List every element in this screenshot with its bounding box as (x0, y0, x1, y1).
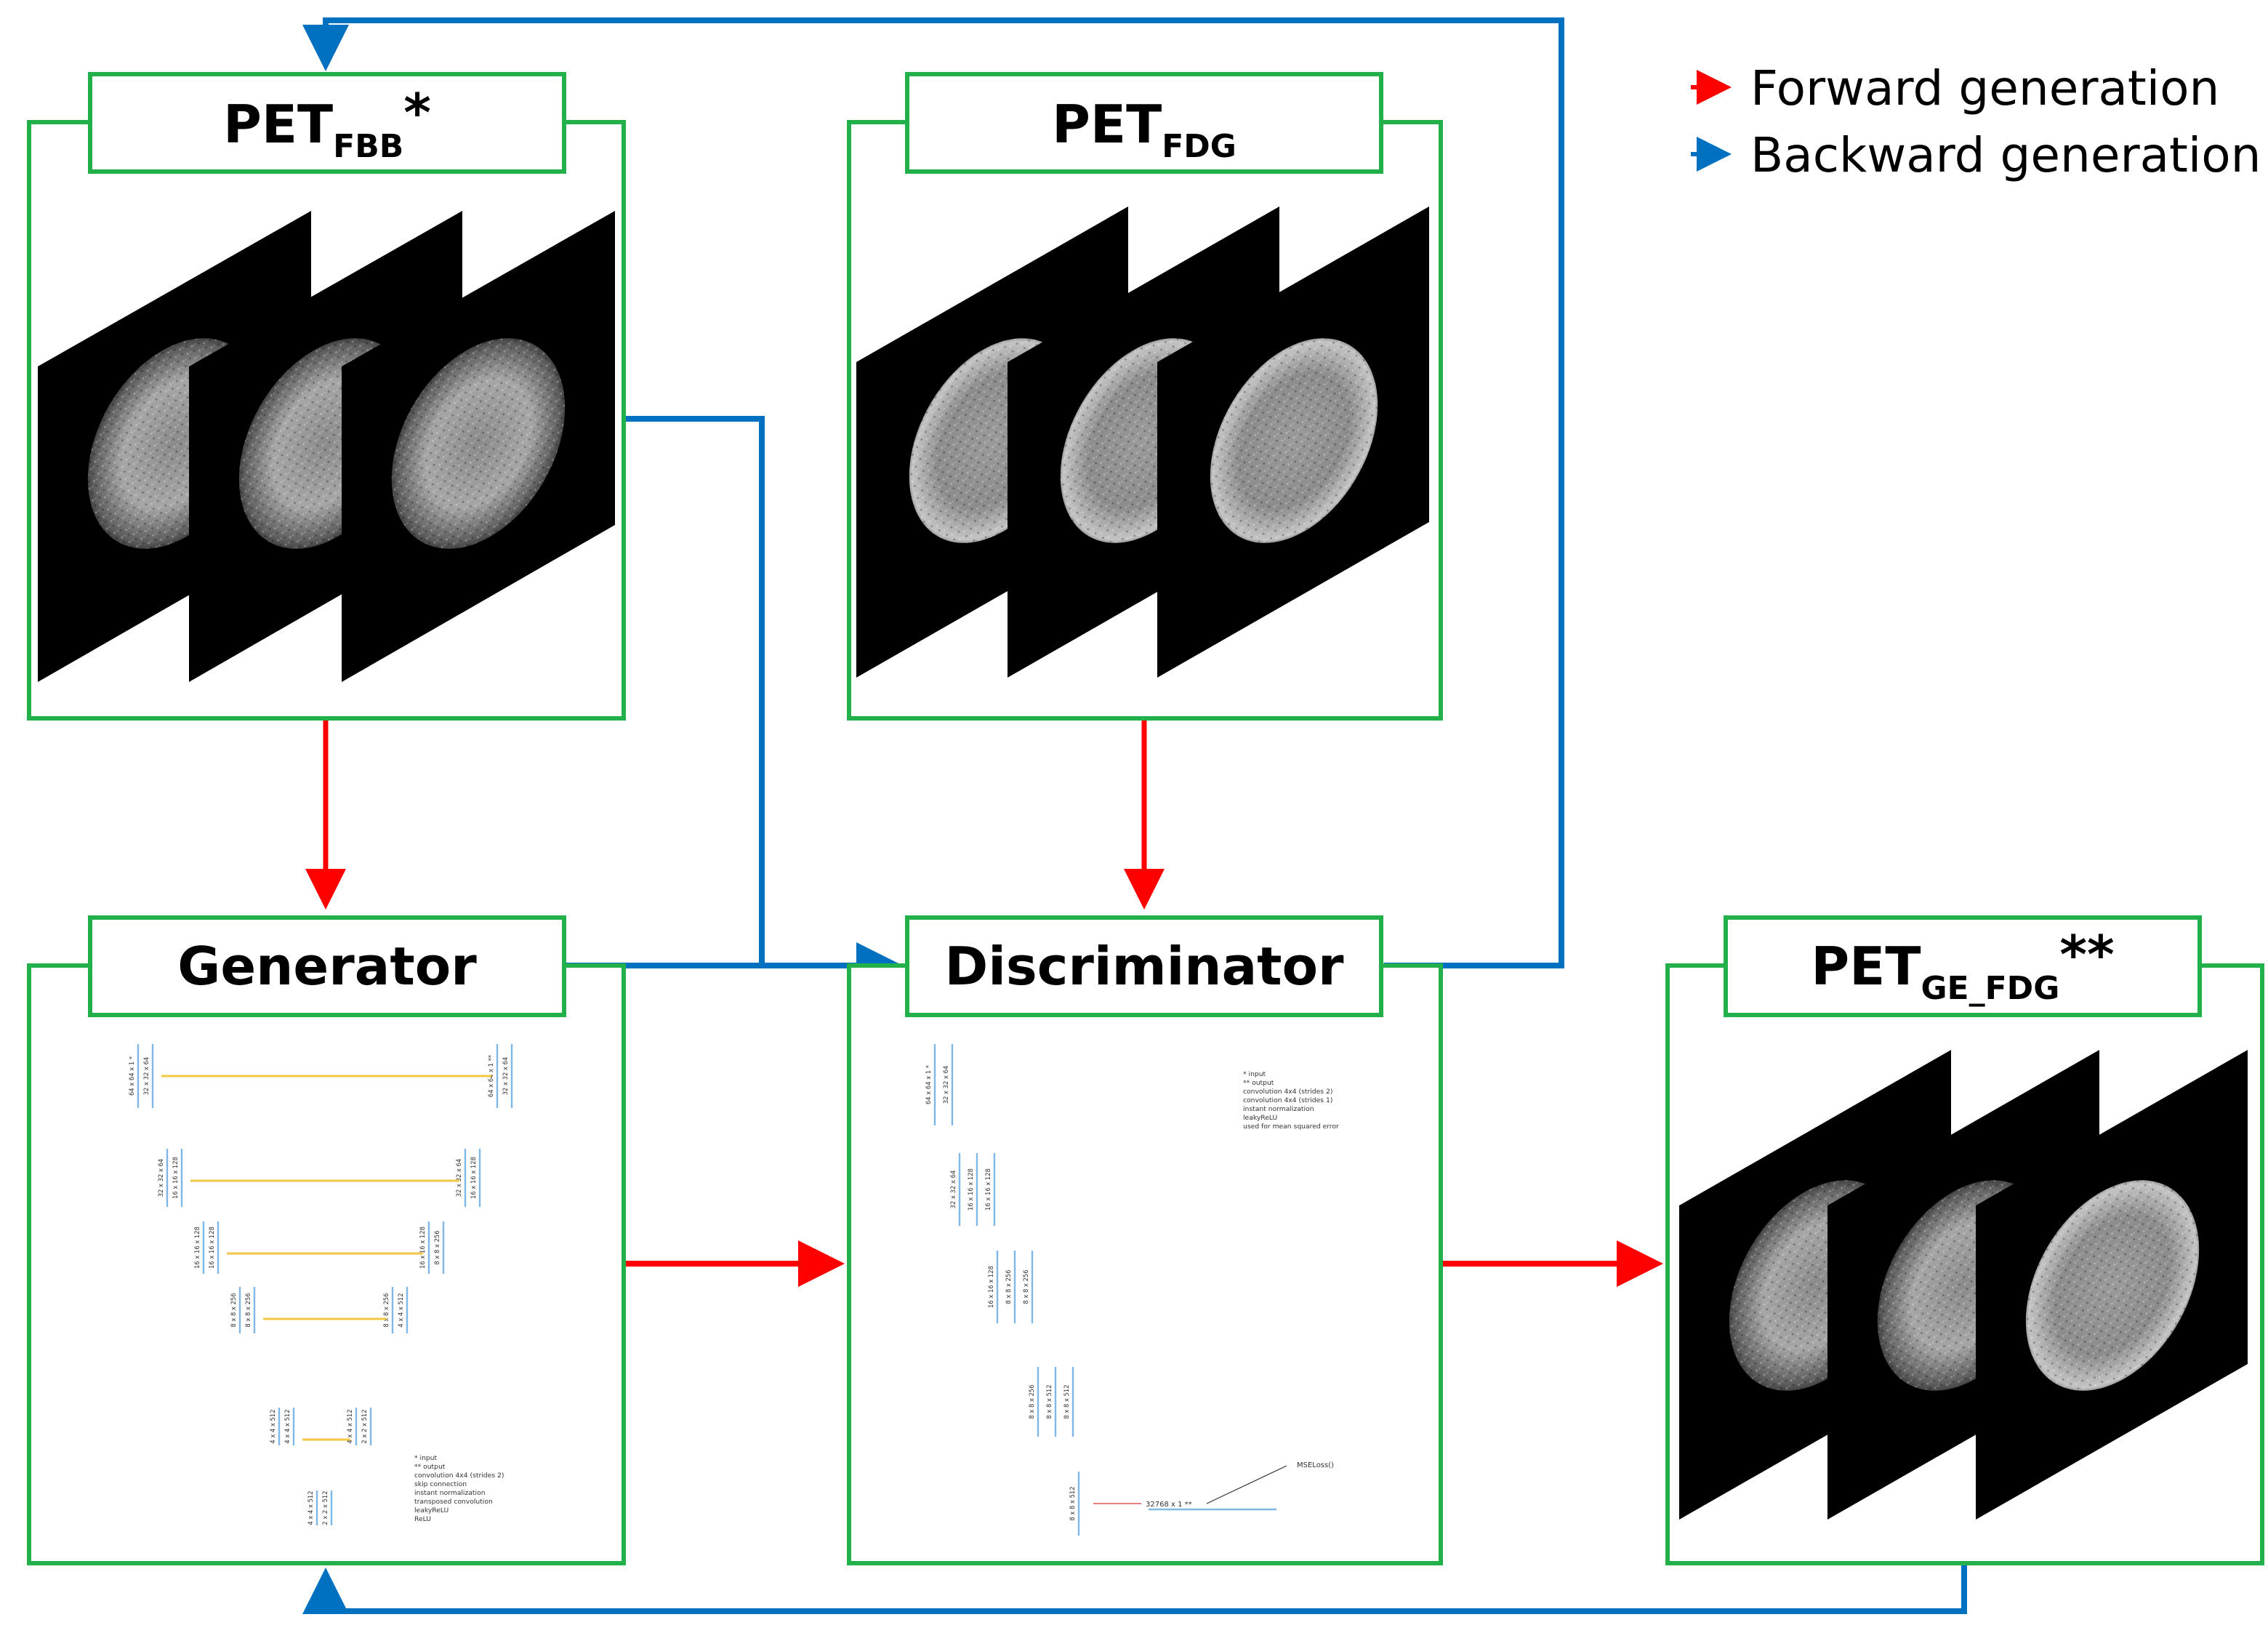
generator-encoder-label: 4 x 4 x 512 (269, 1409, 276, 1443)
pet-fdg-scan-stack (856, 206, 1429, 678)
discriminator-output-label: 32768 x 1 ** (1146, 1501, 1192, 1509)
discriminator-legend-item: instant normalization (1243, 1105, 1314, 1113)
panel-discriminator-frame (847, 963, 1443, 1565)
generator-legend-item: convolution 4x4 (strides 2) (414, 1472, 504, 1480)
arrow-discriminator-to-fbb (302, 17, 1564, 968)
discriminator-layer-label: 8 x 8 x 512 (1069, 1486, 1076, 1520)
generator-encoder-label: 32 x 32 x 64 (157, 1159, 164, 1197)
loss-pointer (1206, 1465, 1287, 1504)
generator-encoder-label: 8 x 8 x 256 (244, 1293, 252, 1327)
panel-pet-ge-fdg-title: PETGE_FDG** (1811, 924, 2114, 1007)
discriminator-layer-label: 8 x 8 x 256 (1028, 1384, 1035, 1419)
generator-decoder-label: 32 x 32 x 64 (502, 1057, 509, 1096)
panel-discriminator-title: Discriminator (944, 936, 1344, 997)
discriminator-layer-label: 32 x 32 x 64 (942, 1066, 949, 1104)
generator-legend-item: ** output (414, 1463, 446, 1471)
generator-encoder-label: 4 x 4 x 512 (307, 1490, 314, 1525)
pet-ge-fdg-scan-stack (1679, 1050, 2248, 1520)
panel-pet-fbb: PETFBB* (27, 72, 626, 721)
discriminator-layer-label: 8 x 8 x 512 (1045, 1384, 1053, 1419)
discriminator-layer-label: 8 x 8 x 256 (1022, 1269, 1029, 1304)
discriminator-loss-label: MSELoss() (1297, 1461, 1334, 1469)
discriminator-legend-item: convolution 4x4 (strides 1) (1243, 1096, 1332, 1104)
discriminator-legend-item: * input (1243, 1070, 1266, 1078)
discriminator-legend-item: convolution 4x4 (strides 2) (1243, 1088, 1332, 1096)
generator-decoder-label: 16 x 16 x 128 (470, 1157, 477, 1199)
generator-encoder-label: 16 x 16 x 128 (193, 1227, 201, 1269)
panel-discriminator-title-box (905, 915, 1383, 1017)
discriminator-layer-label: 64 x 64 x 1 * (925, 1065, 932, 1104)
panel-pet-ge-fdg: PETGE_FDG** (1665, 915, 2264, 1565)
panel-pet-fbb-title: PETFBB* (223, 82, 431, 165)
generator-legend-item: ReLU (414, 1515, 431, 1523)
generator-decoder-label: 4 x 4 x 512 (397, 1293, 404, 1327)
pet-ge-fdg-slice-3 (1976, 1050, 2248, 1520)
arrow-fbb-to-discriminator (624, 416, 765, 966)
panel-generator-frame (27, 963, 626, 1565)
discriminator-layer-label: 32 x 32 x 64 (949, 1171, 957, 1209)
generator-decoder-label: 16 x 16 x 128 (419, 1227, 426, 1269)
discriminator-layer-label: 8 x 8 x 256 (1005, 1269, 1012, 1304)
panel-pet-ge-fdg-title-box (1724, 915, 2202, 1017)
legend: Forward generation Backward generation (1691, 60, 2261, 183)
discriminator-layer-label: 16 x 16 x 128 (984, 1168, 992, 1211)
panel-generator-title-box (88, 915, 566, 1017)
arrow-output-to-generator (302, 1563, 1967, 1614)
generator-decoder-label: 2 x 2 x 512 (361, 1409, 368, 1443)
generator-decoder-label: 32 x 32 x 64 (455, 1159, 462, 1197)
discriminator-legend-item: used for mean squared error (1243, 1123, 1339, 1131)
pet-fbb-scan-stack (38, 211, 615, 682)
generator-decoder-label: 8 x 8 x 256 (433, 1230, 441, 1264)
panel-discriminator: 64 x 64 x 1 * 32 x 32 x 64 32 x 32 x 64 16 … (847, 915, 1443, 1565)
generator-decoder-label: 8 x 8 x 256 (382, 1293, 390, 1327)
panel-pet-fdg-title: PETFDG (1052, 94, 1236, 165)
generator-legend-item: transposed convolution (414, 1498, 493, 1506)
discriminator-layer-label: 16 x 16 x 128 (987, 1266, 994, 1308)
discriminator-legend-item: ** output (1243, 1079, 1274, 1087)
generator-encoder-label: 8 x 8 x 256 (230, 1293, 237, 1327)
panel-pet-fdg: PETFDG (847, 72, 1443, 721)
panel-pet-fdg-title-box (905, 72, 1383, 174)
pet-fbb-slice-3 (342, 211, 615, 682)
generator-encoder-label: 32 x 32 x 64 (142, 1057, 150, 1096)
generator-encoder-label: 4 x 4 x 512 (284, 1409, 291, 1443)
generator-encoder-label: 16 x 16 x 128 (172, 1157, 179, 1199)
generator-legend-item: skip connection (414, 1480, 467, 1488)
legend-forward-label: Forward generation (1750, 60, 2219, 116)
generator-legend-item: instant normalization (414, 1489, 486, 1497)
discriminator-network-diagram: 64 x 64 x 1 * 32 x 32 x 64 32 x 32 x 64 16 … (925, 1044, 1339, 1536)
generator-encoder-label: 2 x 2 x 512 (321, 1490, 329, 1525)
generator-legend-item: * input (414, 1454, 438, 1462)
legend-backward-label: Backward generation (1750, 127, 2261, 183)
discriminator-layer-label: 8 x 8 x 512 (1063, 1384, 1070, 1419)
discriminator-legend-item: leakyReLU (1243, 1114, 1277, 1122)
generator-legend-item: leakyReLU (414, 1506, 449, 1514)
panel-pet-fbb-title-box (88, 72, 566, 174)
generator-decoder-label: 4 x 4 x 512 (346, 1409, 353, 1443)
pet-fdg-slice-3 (1157, 206, 1429, 678)
generator-encoder-label: 64 x 64 x 1 * (128, 1056, 135, 1096)
discriminator-layer-label: 16 x 16 x 128 (967, 1168, 974, 1211)
generator-encoder-label: 16 x 16 x 128 (208, 1227, 215, 1269)
panel-generator-title: Generator (177, 936, 477, 997)
